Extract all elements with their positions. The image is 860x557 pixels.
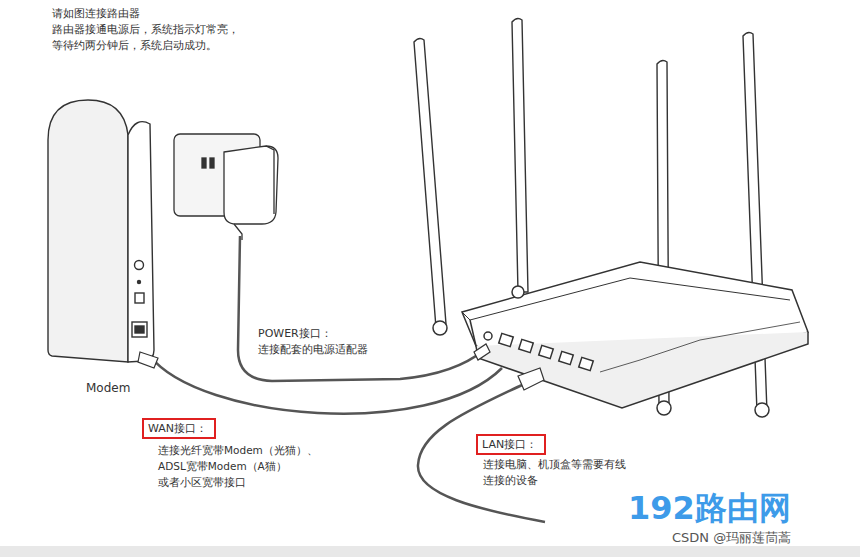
modem bbox=[48, 100, 154, 362]
power-port-desc: 连接配套的电源适配器 bbox=[258, 342, 368, 358]
power-adapter bbox=[174, 134, 278, 240]
modem-label: Modem bbox=[86, 380, 130, 396]
lan-plug bbox=[518, 368, 544, 390]
wan-cable bbox=[150, 356, 502, 414]
power-port-label: POWER接口： bbox=[258, 326, 332, 342]
wan-port-desc: 连接光纤宽带Modem（光猫）、 ADSL宽带Modem（A猫） 或者小区宽带接… bbox=[158, 442, 318, 490]
lan-port-desc: 连接电脑、机顶盒等需要有线 连接的设备 bbox=[483, 456, 626, 488]
power-plug bbox=[474, 344, 490, 360]
power-cable bbox=[238, 236, 484, 381]
watermark: 192路由网 bbox=[628, 490, 791, 526]
instruction-title: 请如图连接路由器 bbox=[52, 6, 140, 22]
wan-port-box: WAN接口： bbox=[142, 418, 216, 439]
bottom-band bbox=[0, 546, 860, 557]
router-body bbox=[433, 262, 808, 417]
wan-plug bbox=[138, 352, 158, 368]
port-heading: WAN接口： bbox=[148, 421, 210, 436]
instruction-note: 路由器接通电源后，系统指示灯常亮， 等待约两分钟后，系统启动成功。 bbox=[52, 22, 239, 54]
csdn-watermark: CSDN @玛丽莲茼蒿 bbox=[672, 530, 791, 546]
lan-cable bbox=[418, 384, 545, 522]
port-heading: LAN接口： bbox=[482, 437, 540, 452]
lan-port-box: LAN接口： bbox=[476, 434, 546, 455]
